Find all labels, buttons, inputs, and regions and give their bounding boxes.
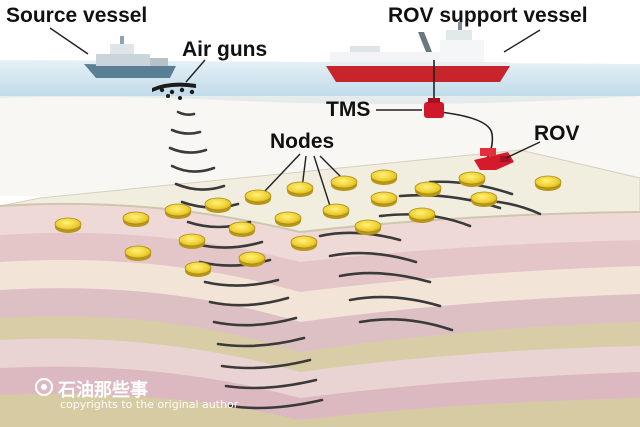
seismic-node [322, 203, 350, 219]
watermark-brand: 石油那些事 [58, 380, 148, 401]
seismic-node [534, 175, 562, 191]
seismic-node [178, 233, 206, 249]
seismic-node [370, 169, 398, 185]
air-gun-array [152, 82, 196, 100]
source-vessel [84, 36, 176, 78]
seismic-node [228, 221, 256, 237]
label-tms: TMS [326, 98, 371, 121]
label-rov: ROV [534, 122, 580, 145]
sediment-layer-8 [0, 393, 640, 427]
label-air-guns: Air guns [182, 38, 268, 61]
seismic-node [470, 191, 498, 207]
seismic-node [408, 207, 436, 223]
seabed-edge [0, 202, 640, 234]
rov-vehicle [474, 148, 514, 170]
rov-support-vessel [326, 22, 510, 82]
label-nodes: Nodes [270, 130, 335, 153]
node-array [54, 169, 562, 277]
label-source-vessel: Source vessel [6, 4, 148, 27]
seismic-node [330, 175, 358, 191]
seismic-node [458, 171, 486, 187]
watermark-logo [35, 378, 53, 396]
label-rov-support-vessel: ROV support vessel [388, 4, 588, 27]
seismic-node [414, 181, 442, 197]
seismic-node [290, 235, 318, 251]
seismic-node [164, 203, 192, 219]
seismic-node [54, 217, 82, 233]
seismic-node [204, 197, 232, 213]
seismic-node [354, 219, 382, 235]
seismic-node [238, 251, 266, 267]
seismic-node [370, 191, 398, 207]
tms-unit [424, 98, 444, 118]
label-pointers [49, 27, 541, 207]
watermark-credit: copyrights to the original author [60, 398, 239, 411]
seismic-node [274, 211, 302, 227]
seismic-node [184, 261, 212, 277]
seismic-node [244, 189, 272, 205]
seismic-node [286, 181, 314, 197]
seismic-node [124, 245, 152, 261]
seismic-node [122, 211, 150, 227]
